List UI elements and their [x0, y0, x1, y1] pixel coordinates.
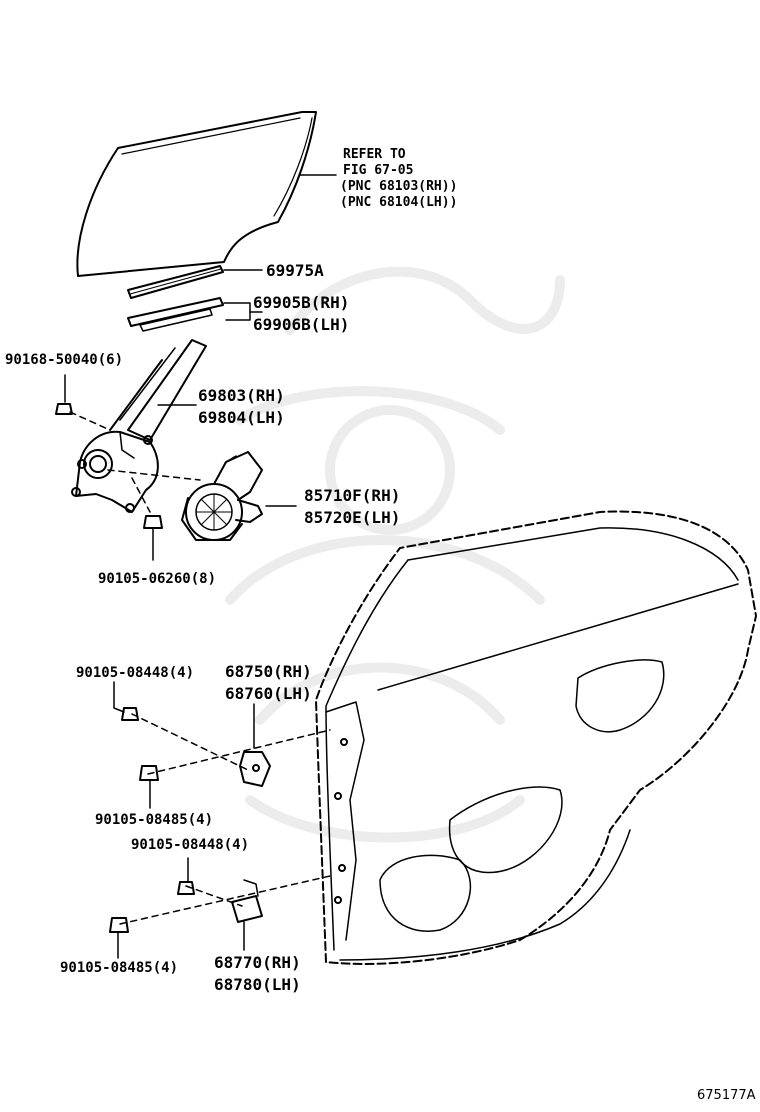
part-85710f-rh[interactable]: 85710F(RH) [304, 486, 401, 505]
hinge-lower [231, 895, 263, 923]
bolt-90168 [55, 403, 73, 415]
part-69975a[interactable]: 69975A [266, 261, 324, 280]
part-69906b-lh[interactable]: 69906B(LH) [253, 315, 350, 334]
regulator-motor [181, 451, 263, 541]
part-68760-lh[interactable]: 68760(LH) [225, 684, 312, 703]
bolt-90105-08448-upper-label[interactable]: 90105-08448(4) [76, 665, 195, 681]
refer-note-line3: (PNC 68103(RH)) [340, 179, 458, 194]
weatherstrip-rh [127, 297, 224, 327]
bolt-90105-06260 [143, 515, 163, 529]
refer-note-line4: (PNC 68104(LH)) [340, 195, 458, 210]
watermark [225, 266, 565, 843]
hinge-upper [239, 751, 271, 787]
regulator-base [75, 430, 159, 513]
refer-note-line1: REFER TO [343, 147, 406, 162]
bolt-90105-08485-lower-label[interactable]: 90105-08485(4) [60, 960, 179, 976]
bolt-90105-08448-lower-label[interactable]: 90105-08448(4) [131, 837, 250, 853]
bolt-90105-08485-upper-label[interactable]: 90105-08485(4) [95, 812, 214, 828]
refer-note-line2: FIG 67-05 [343, 163, 414, 178]
part-69804-lh[interactable]: 69804(LH) [198, 408, 285, 427]
bolt-90105-08485-lower [109, 917, 129, 933]
part-69803-rh[interactable]: 69803(RH) [198, 386, 285, 405]
bolt-90105-08448-upper [121, 707, 139, 721]
bolt-90105-08485-upper [139, 765, 159, 781]
part-68770-rh[interactable]: 68770(RH) [214, 953, 301, 972]
part-68780-lh[interactable]: 68780(LH) [214, 975, 301, 994]
weatherstrip-lh [139, 308, 213, 332]
part-69905b-rh[interactable]: 69905B(RH) [253, 293, 350, 312]
bolt-90168-50040[interactable]: 90168-50040(6) [5, 352, 124, 368]
part-85720e-lh[interactable]: 85720E(LH) [304, 508, 401, 527]
window-glass [76, 111, 317, 277]
run-channel [127, 265, 224, 299]
bolt-90105-06260[interactable]: 90105-06260(8) [98, 571, 217, 587]
part-68750-rh[interactable]: 68750(RH) [225, 662, 312, 681]
regulator-arm [127, 339, 207, 441]
rear-door-panel [315, 510, 757, 965]
diagram-code: 675177A [697, 1088, 756, 1103]
